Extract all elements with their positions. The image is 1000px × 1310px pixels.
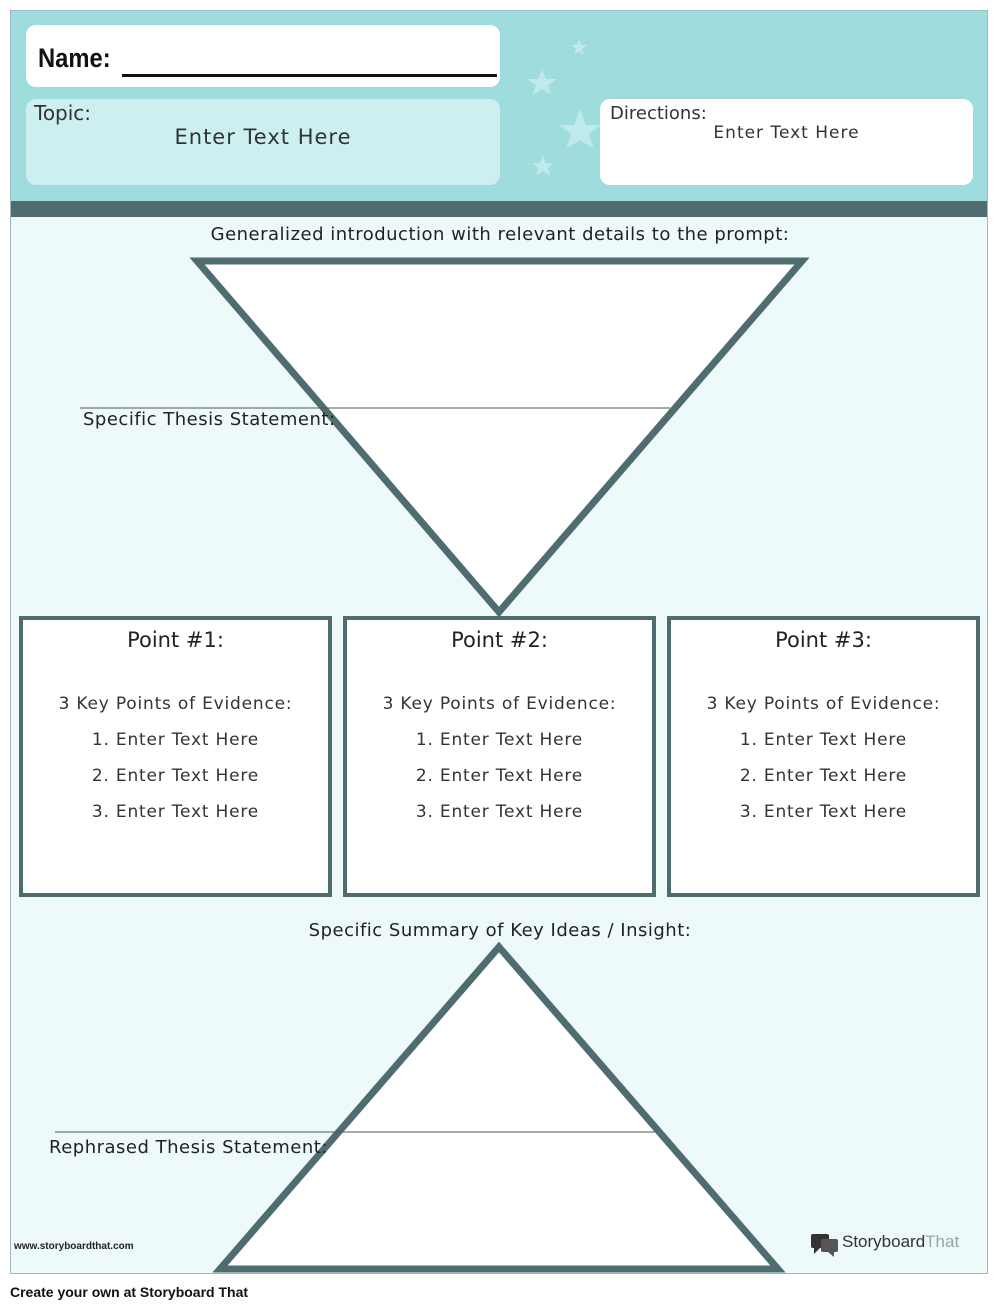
name-label: Name: (38, 43, 111, 73)
star-icon (527, 69, 557, 95)
point-box-3[interactable]: Point #3: 3 Key Points of Evidence: 1. E… (667, 616, 980, 897)
header: Name: Topic: Enter Text Here Directions:… (11, 11, 987, 201)
point-title: Point #2: (451, 628, 548, 652)
stars-decoration (527, 39, 602, 176)
directions-text[interactable]: Enter Text Here (713, 123, 860, 143)
star-icon (532, 155, 554, 176)
create-your-own-link[interactable]: Create your own at Storyboard That (10, 1284, 249, 1300)
name-input-line[interactable] (122, 74, 497, 77)
point-subtitle: 3 Key Points of Evidence: (706, 694, 941, 714)
conclusion-thesis-label[interactable]: Rephrased Thesis Statement: (49, 1137, 328, 1158)
point-subtitle: 3 Key Points of Evidence: (382, 694, 617, 714)
point-item[interactable]: 3. Enter Text Here (91, 802, 260, 822)
point-title: Point #1: (127, 628, 224, 652)
point-item[interactable]: 3. Enter Text Here (739, 802, 908, 822)
logo-text-light: That (925, 1232, 960, 1251)
point-subtitle: 3 Key Points of Evidence: (58, 694, 293, 714)
star-icon (558, 109, 602, 149)
logo-text-dark: Storyboard (842, 1232, 926, 1251)
point-box-1[interactable]: Point #1: 3 Key Points of Evidence: 1. E… (19, 616, 332, 897)
storyboardthat-logo[interactable]: StoryboardThat (810, 1230, 970, 1260)
point-item[interactable]: 1. Enter Text Here (739, 730, 908, 750)
point-item[interactable]: 1. Enter Text Here (415, 730, 584, 750)
point-box-2[interactable]: Point #2: 3 Key Points of Evidence: 1. E… (343, 616, 656, 897)
point-item[interactable]: 2. Enter Text Here (415, 766, 584, 786)
star-icon (571, 39, 587, 55)
topic-text[interactable]: Enter Text Here (174, 125, 352, 149)
intro-thesis-label[interactable]: Specific Thesis Statement: (83, 409, 336, 430)
directions-box[interactable]: Directions: Enter Text Here (600, 99, 973, 185)
header-divider-band (11, 201, 987, 217)
point-title: Point #3: (775, 628, 872, 652)
directions-label: Directions: (610, 103, 707, 124)
conclusion-caption: Specific Summary of Key Ideas / Insight: (308, 920, 692, 941)
topic-box[interactable]: Topic: Enter Text Here (26, 99, 500, 185)
topic-label: Topic: (34, 101, 92, 125)
logo-text: StoryboardThat (842, 1232, 959, 1252)
footer-url[interactable]: www.storyboardthat.com (14, 1241, 134, 1252)
name-box: Name: (26, 25, 500, 87)
point-item[interactable]: 2. Enter Text Here (91, 766, 260, 786)
point-item[interactable]: 3. Enter Text Here (415, 802, 584, 822)
storyboardthat-logo-icon (811, 1234, 838, 1257)
point-item[interactable]: 1. Enter Text Here (91, 730, 260, 750)
point-item[interactable]: 2. Enter Text Here (739, 766, 908, 786)
intro-caption: Generalized introduction with relevant d… (210, 224, 790, 245)
